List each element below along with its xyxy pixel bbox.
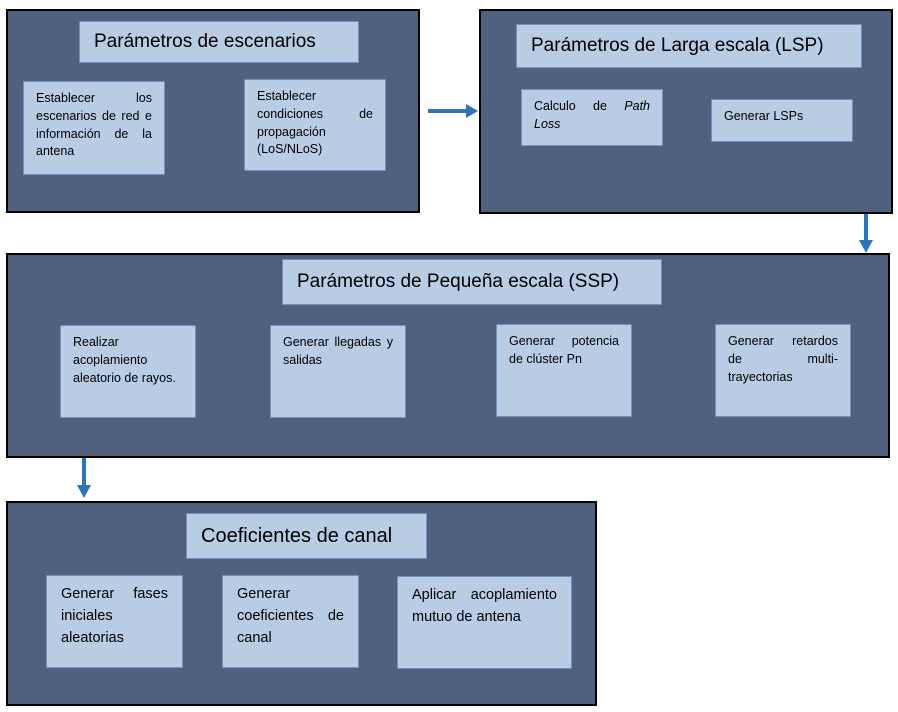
step-generar-retardos: Generar retardos de multi-trayectorias: [715, 324, 851, 417]
title-canal: Coeficientes de canal: [186, 513, 427, 559]
title-ssp: Parámetros de Pequeña escala (SSP): [282, 259, 662, 305]
arrow-escenarios-to-lsp: [428, 104, 478, 118]
step-generar-fases: Generar fases iniciales aleatorias: [46, 575, 183, 668]
step-generar-llegadas: Generar llegadas y salidas: [270, 325, 406, 418]
title-lsp-text: Parámetros de Larga escala (LSP): [531, 35, 824, 56]
step-establecer-escenarios: Establecer los escenarios de red e infor…: [23, 81, 165, 175]
step-aplicar-acoplamiento: Aplicar acoplamiento mutuo de antena: [397, 576, 572, 669]
title-lsp: Parámetros de Larga escala (LSP): [516, 24, 862, 68]
title-escenarios-text: Parámetros de escenarios: [94, 31, 316, 52]
step-calculo-path-loss: Calculo de Path Loss: [521, 89, 663, 146]
step-generar-lsps: Generar LSPs: [711, 99, 853, 142]
step-generar-coeficientes: Generar coeficientes de canal: [222, 575, 359, 668]
arrow-ssp-to-canal: [77, 458, 91, 498]
step-establecer-condiciones: Establecer condiciones de propagación (L…: [244, 79, 386, 171]
title-ssp-text: Parámetros de Pequeña escala (SSP): [297, 271, 620, 292]
step-generar-potencia: Generar potencia de clúster Pn: [496, 324, 632, 417]
step-realizar-acoplamiento: Realizar acoplamiento aleatorio de rayos…: [60, 325, 196, 418]
title-canal-text: Coeficientes de canal: [201, 524, 393, 547]
title-escenarios: Parámetros de escenarios: [79, 21, 359, 63]
step-calculo-path-loss-italic: Path Loss: [534, 99, 650, 131]
step-calculo-prefix: Calculo de: [534, 99, 625, 113]
arrow-lsp-to-ssp: [859, 214, 873, 253]
